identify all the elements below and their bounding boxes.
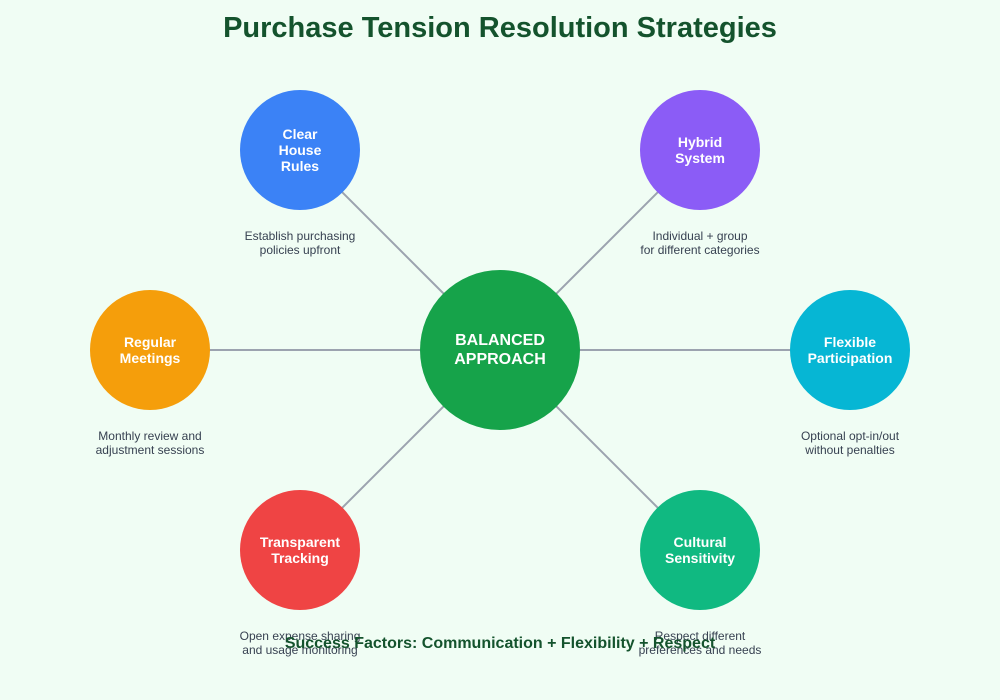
- node-description: Open expense sharing and usage monitorin…: [239, 629, 361, 657]
- node-cultural-sensitivity: Cultural Sensitivity: [640, 490, 760, 610]
- node-description: Monthly review and adjustment sessions: [95, 429, 205, 457]
- node-label: Regular Meetings: [119, 334, 181, 366]
- diagram-title: Purchase Tension Resolution Strategies: [223, 12, 777, 44]
- node-clear-house-rules: Clear House Rules: [240, 90, 360, 210]
- node-flexible-participation: Flexible Participation: [790, 290, 910, 410]
- node-description: Respect different preferences and needs: [638, 629, 762, 657]
- node-label: Flexible Participation: [807, 334, 893, 366]
- center-node-balanced-approach: BALANCED APPROACH: [420, 270, 580, 430]
- node-regular-meetings: Regular Meetings: [90, 290, 210, 410]
- success-factors-footer: Success Factors: Communication + Flexibi…: [284, 635, 716, 652]
- node-label: Hybrid System: [675, 134, 725, 166]
- center-node-label: BALANCED APPROACH: [454, 332, 546, 368]
- node-label: Cultural Sensitivity: [664, 534, 736, 566]
- node-label: Clear House Rules: [278, 126, 322, 174]
- node-hybrid-system: Hybrid System: [640, 90, 760, 210]
- node-label: Transparent Tracking: [259, 534, 341, 566]
- node-description: Optional opt-in/out without penalties: [800, 429, 900, 457]
- node-description: Individual + group for different categor…: [640, 229, 760, 257]
- node-transparent-tracking: Transparent Tracking: [240, 490, 360, 610]
- node-description: Establish purchasing policies upfront: [244, 229, 356, 257]
